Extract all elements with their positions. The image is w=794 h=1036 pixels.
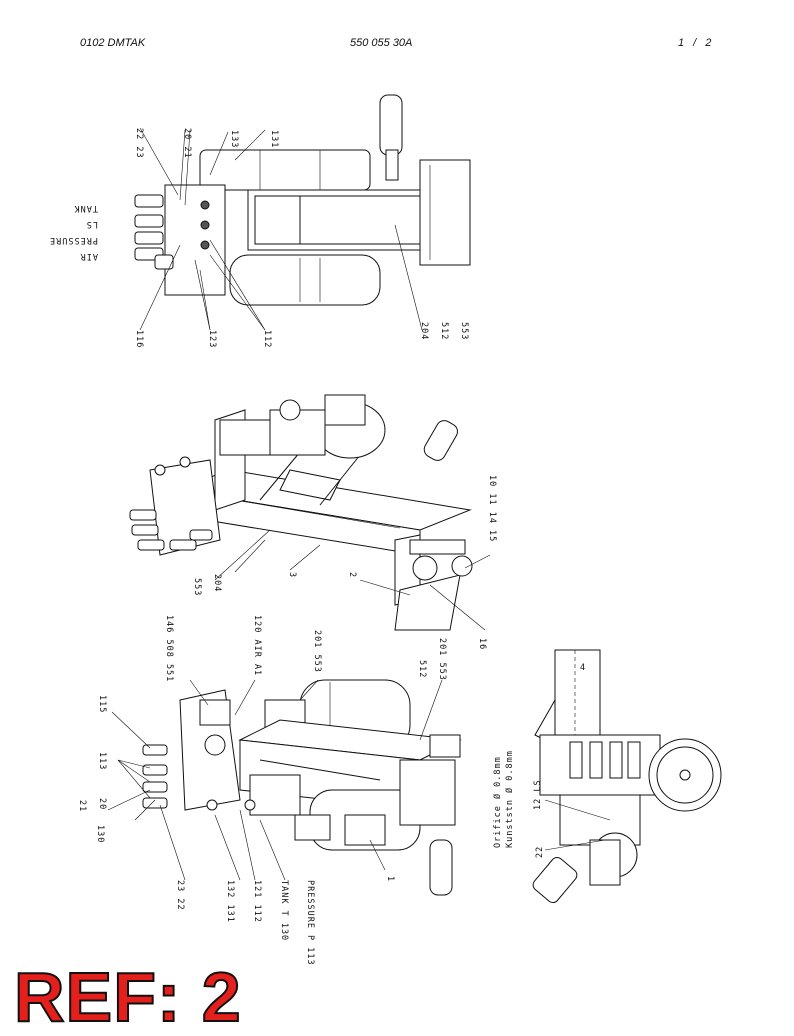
side-valve-row [569,741,641,779]
label-kunststoff: Kunststn Ø 0.8mm [504,750,515,848]
label-553: 553 [459,322,469,340]
label-air: AIR [80,251,98,261]
view-side-assembly: 4 Orifice Ø 0.8mm Kunststn Ø 0.8mm 12 LS… [492,649,722,904]
label-113: 113 [97,752,107,770]
leader-22 [544,839,606,851]
leader-ls [544,799,611,821]
label-tank-t-130: TANK T 130 [279,880,289,941]
upper-mechanism [199,149,371,191]
side-box [399,759,456,826]
label-201-553-b: 201 553 [437,638,447,681]
motor-box [324,394,366,426]
wheel [412,555,438,581]
label-132-131: 132 131 [225,880,235,923]
handle-bottom [429,839,453,896]
header-part-number: 550 055 30A [350,37,413,49]
view-top-assembly: 22 23 20 21 133 131 TANK LS PRESSURE AIR… [49,94,471,348]
label-204: 204 [419,322,429,340]
label-20: 20 [97,798,107,810]
label-115: 115 [97,695,107,713]
side-block [554,649,601,741]
label-20-21: 20 21 [182,128,192,159]
view-middle-assembly: 553 204 3 2 16 10 11 14 15 [129,394,497,650]
coupling-group-middle [129,456,213,551]
view-bottom-assembly: 21 130 20 113 115 146 508 551 120 AIR A1… [77,615,462,966]
label-tank: TANK [74,203,98,213]
label-512: 512 [439,322,449,340]
side-handle [532,856,578,904]
label-pressure-p-113: PRESSURE P 113 [305,880,315,966]
label-130: 130 [95,825,105,843]
label-3: 3 [287,572,297,578]
label-16: 16 [477,638,487,650]
label-12-ls: 12 LS [533,779,543,810]
reference-stamp: REF: 2 [13,958,242,1036]
handle [379,94,403,156]
label-116: 116 [134,330,144,348]
bracket-plate [419,159,471,266]
label-orifice: Orifice Ø 0.8mm [492,756,503,848]
leaders-top [139,127,423,331]
label-123: 123 [207,330,217,348]
label-23-22: 23 22 [175,880,185,911]
label-131: 131 [269,130,279,148]
header-page-number: 1 / 2 [678,37,712,49]
label-22: 22 [535,846,545,858]
label-512: 512 [417,660,427,678]
manifold-block [164,184,226,296]
label-22-23: 22 23 [134,128,144,159]
header-doc-code: 0102 DMTAK [80,37,146,49]
label-21: 21 [77,800,87,812]
label-120-air: 120 AIR A1 [252,615,262,676]
label-10-11-14-15: 10 11 14 15 [487,475,497,542]
label-2: 2 [347,572,357,578]
side-block-marker: 4 [580,663,586,673]
coupling-group-top [134,194,210,270]
label-1: 1 [385,876,395,882]
label-204: 204 [212,574,222,592]
pump-housing [269,409,326,456]
label-121-112: 121 112 [252,880,262,923]
label-pressure: PRESSURE [49,235,98,245]
leaders-middle [214,529,491,631]
label-ls: LS [86,219,98,229]
label-201-553-a: 201 553 [312,630,322,673]
motor-cylinder [229,254,381,306]
handle [423,420,458,461]
label-553: 553 [192,578,202,596]
label-146-508-551: 146 508 551 [164,615,174,682]
label-112: 112 [262,330,272,348]
label-133: 133 [229,130,239,148]
leaders-bottom [107,679,443,881]
motor-terminal-box [344,814,386,846]
